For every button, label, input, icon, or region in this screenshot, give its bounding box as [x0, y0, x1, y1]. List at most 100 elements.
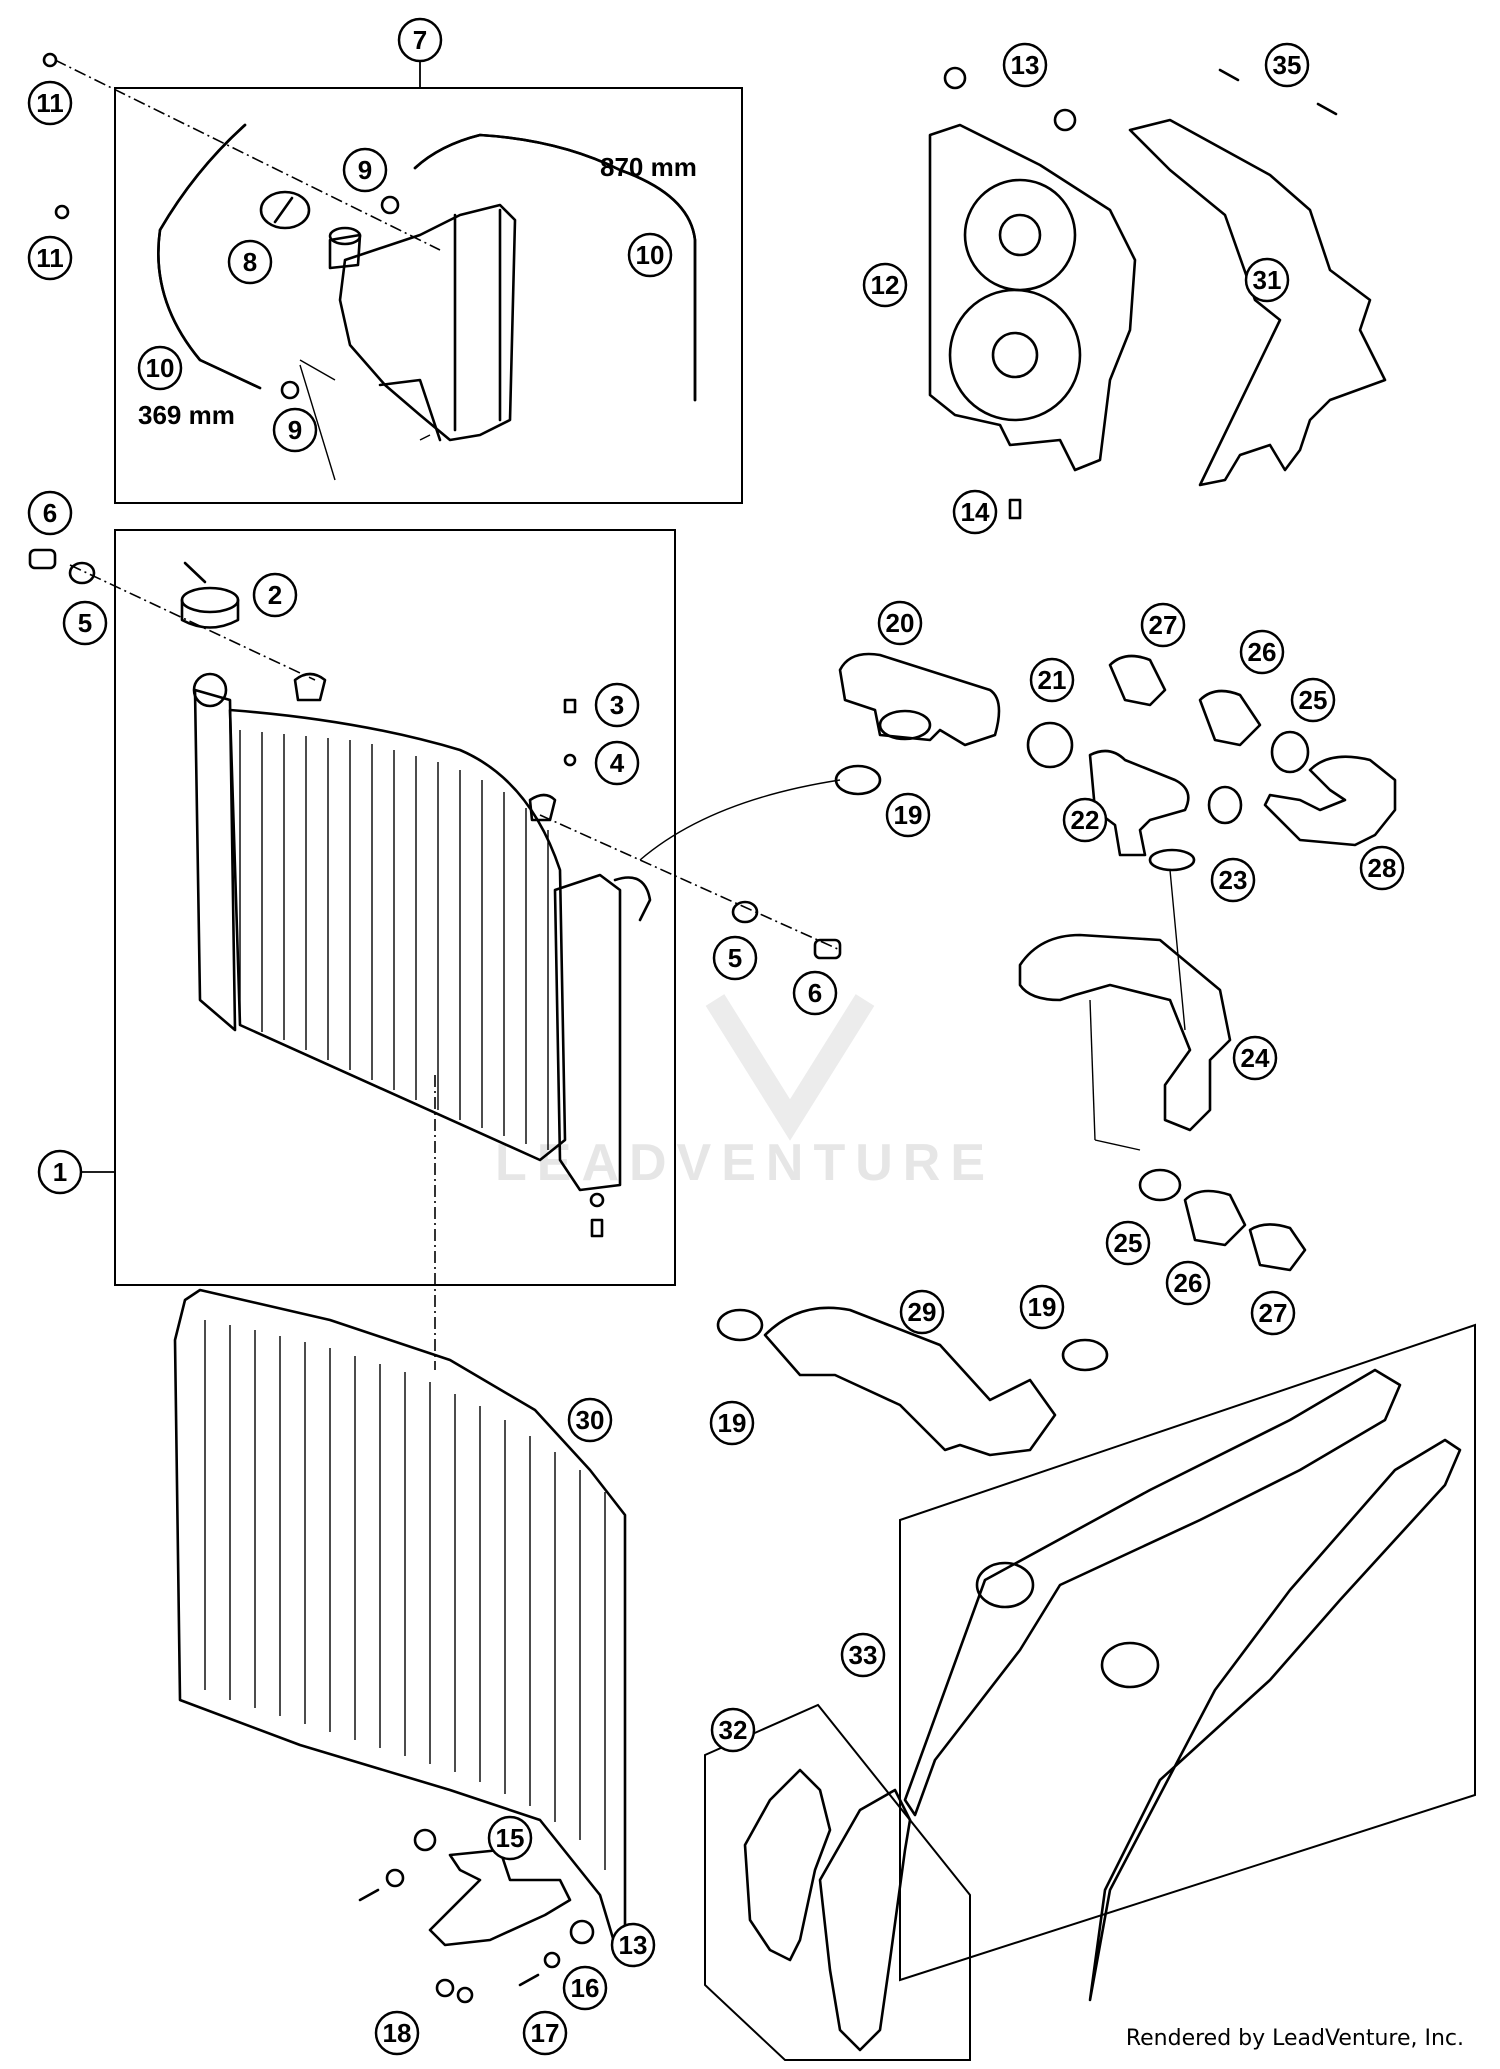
svg-text:32: 32 [719, 1715, 748, 1745]
callout-19: 19 [1019, 1284, 1065, 1330]
group-box-32 [704, 1703, 971, 2061]
group-box-1 [114, 529, 676, 1286]
callout-13: 13 [610, 1922, 656, 1968]
callout-19: 19 [885, 792, 931, 838]
callout-16: 16 [562, 1965, 608, 2011]
svg-text:10: 10 [636, 240, 665, 270]
svg-text:26: 26 [1174, 1268, 1203, 1298]
svg-text:20: 20 [886, 608, 915, 638]
svg-text:19: 19 [1028, 1292, 1057, 1322]
callout-9: 9 [272, 407, 318, 453]
radiator-cap [180, 561, 240, 629]
callout-32: 32 [710, 1707, 756, 1753]
callout-25: 25 [1105, 1220, 1151, 1266]
svg-text:25: 25 [1114, 1228, 1143, 1258]
svg-text:35: 35 [1273, 50, 1302, 80]
svg-text:LEADVENTURE: LEADVENTURE [495, 1134, 995, 1192]
svg-text:22: 22 [1071, 805, 1100, 835]
svg-text:26: 26 [1248, 637, 1277, 667]
callout-18: 18 [374, 2010, 420, 2056]
watermark: LEADVENTURE [495, 994, 995, 1192]
group-box-7 [114, 87, 743, 504]
svg-text:5: 5 [728, 943, 742, 973]
tank-cap [259, 190, 311, 230]
svg-text:11: 11 [36, 88, 64, 118]
callout-3: 3 [594, 682, 640, 728]
hose-24 [1018, 933, 1232, 1132]
callout-22: 22 [1062, 797, 1108, 843]
callout-26: 26 [1165, 1260, 1211, 1306]
callout-5: 5 [62, 600, 108, 646]
thermostat-27 [1108, 654, 1307, 1272]
overflow-hose-870mm [413, 133, 697, 402]
screw [42, 52, 70, 220]
fan-nut [943, 66, 1077, 520]
mounting-hardware [358, 1828, 595, 2004]
radiator-guard-side [1128, 118, 1387, 487]
callout-35: 35 [1264, 42, 1310, 88]
callout-20: 20 [877, 600, 923, 646]
svg-text:27: 27 [1149, 610, 1178, 640]
svg-text:24: 24 [1241, 1043, 1270, 1073]
radiator-bolt [563, 698, 605, 1238]
callout-7: 7 [397, 17, 443, 63]
svg-text:19: 19 [894, 800, 923, 830]
callout-27: 27 [1250, 1290, 1296, 1336]
svg-text:14: 14 [961, 497, 990, 527]
svg-text:21: 21 [1038, 665, 1067, 695]
hose-20 [838, 652, 1001, 747]
svg-text:19: 19 [718, 1408, 747, 1438]
callout-6: 6 [792, 970, 838, 1016]
overflow-hose-369mm [157, 123, 262, 390]
fan-shroud [928, 123, 1137, 472]
svg-text:28: 28 [1368, 853, 1397, 883]
dimension-870mm: 870 mm [600, 152, 697, 182]
callout-29: 29 [899, 1289, 945, 1335]
svg-text:11: 11 [36, 243, 64, 273]
callout-24: 24 [1232, 1035, 1278, 1081]
radiator-core [192, 672, 652, 1192]
spoiler-pair-33 [903, 1368, 1462, 2002]
callout-21: 21 [1029, 657, 1075, 703]
svg-text:29: 29 [908, 1297, 937, 1327]
dimension-369mm: 369 mm [138, 400, 235, 430]
thermostat-cover-26 [1183, 689, 1262, 1247]
svg-text:6: 6 [808, 978, 822, 1008]
svg-text:10: 10 [146, 353, 175, 383]
svg-text:2: 2 [268, 580, 282, 610]
clamp-21 [1026, 721, 1310, 1202]
hose-28 [1263, 755, 1397, 847]
svg-text:6: 6 [43, 498, 57, 528]
svg-text:9: 9 [358, 155, 372, 185]
callout-13: 13 [1002, 42, 1048, 88]
callout-10: 10 [137, 345, 183, 391]
callout-1: 1 [37, 1149, 83, 1195]
callout-33: 33 [840, 1632, 886, 1678]
svg-text:13: 13 [619, 1930, 648, 1960]
svg-text:8: 8 [243, 247, 257, 277]
svg-text:25: 25 [1299, 685, 1328, 715]
callout-25: 25 [1290, 677, 1336, 723]
thermostat-housing [1088, 749, 1196, 872]
callout-14: 14 [952, 489, 998, 535]
callout-27: 27 [1140, 602, 1186, 648]
side-covers-32 [743, 1768, 912, 2052]
svg-text:23: 23 [1219, 865, 1248, 895]
callout-4: 4 [594, 740, 640, 786]
hose-clamp-19 [716, 764, 1109, 1372]
callout-2: 2 [252, 572, 298, 618]
callout-23: 23 [1210, 857, 1256, 903]
svg-text:15: 15 [496, 1823, 525, 1853]
group-box-33 [899, 1323, 1476, 1982]
callout-17: 17 [522, 2010, 568, 2056]
svg-text:17: 17 [531, 2018, 560, 2048]
callout-26: 26 [1239, 629, 1285, 675]
svg-text:1: 1 [53, 1157, 67, 1187]
hose-clamp [280, 195, 400, 400]
svg-text:3: 3 [610, 690, 624, 720]
svg-text:4: 4 [610, 748, 625, 778]
svg-text:18: 18 [383, 2018, 412, 2048]
svg-text:30: 30 [576, 1405, 605, 1435]
callout-6: 6 [27, 490, 73, 536]
